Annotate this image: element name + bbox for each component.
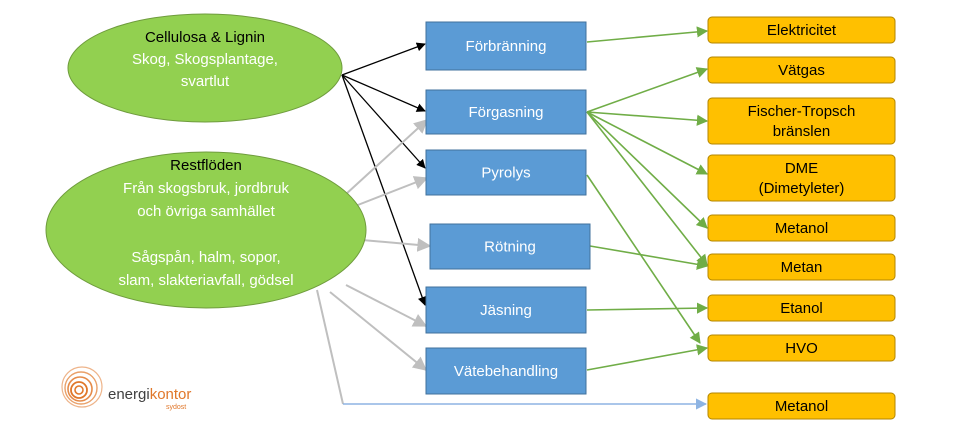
product-label-fischer-line-1: bränslen (773, 123, 831, 140)
source-cellulosa-line-1: Skog, Skogsplantage, (132, 51, 278, 68)
product-node-etanol: Etanol (707, 294, 896, 322)
product-node-metan: Metan (707, 253, 896, 281)
arrow-cellulosa-to-forgasning (341, 74, 426, 112)
arrow-forgasning-to-dme (586, 111, 708, 175)
process-node-jasning: Jäsning (425, 286, 587, 334)
process-box-forbranning (425, 21, 587, 71)
product-label-fischer-line-0: Fischer-Tropsch (748, 103, 856, 120)
arrow-rotning-to-metan (589, 245, 709, 270)
process-node-forgasning: Förgasning (425, 89, 587, 135)
product-node-metanol2: Metanol (707, 392, 896, 420)
source-ellipse-cellulosa (67, 13, 343, 123)
product-label-elektricitet: Elektricitet (767, 22, 837, 39)
product-box-metan (707, 253, 896, 281)
product-label-vatgas: Vätgas (778, 62, 825, 79)
arrow-cellulosa-to-jasning (341, 74, 427, 306)
logo-wordmark: energikontor (108, 386, 191, 403)
arrow-vatebehandling-to-hvo (586, 344, 709, 371)
arrow-forgasning-to-metanol1 (586, 111, 708, 229)
swirl-icon (61, 366, 103, 408)
process-label-pyrolys: Pyrolys (481, 164, 530, 181)
connection-arrows (316, 26, 709, 410)
source-restfloden-line-2: och övriga samhället (137, 203, 275, 220)
source-ellipse-restfloden (45, 151, 367, 309)
arrow-restfloden-to-jasning (345, 284, 428, 327)
product-box-fischer (707, 97, 896, 145)
product-node-vatgas: Vätgas (707, 56, 896, 84)
source-cellulosa-line-2: svartlut (181, 73, 230, 90)
process-node-rotning: Rötning (429, 223, 591, 270)
product-label-dme-line-0: DME (785, 160, 818, 177)
arrow-cellulosa-to-pyrolys (341, 74, 426, 169)
process-label-jasning: Jäsning (480, 302, 532, 319)
process-node-vatebehandling: Vätebehandling (425, 347, 587, 395)
source-cellulosa-line-0: Cellulosa & Lignin (145, 29, 265, 46)
process-label-forbranning: Förbränning (466, 38, 547, 55)
process-label-forgasning: Förgasning (468, 104, 543, 121)
process-box-rotning (429, 223, 591, 270)
arrow-forgasning-to-fischer (586, 111, 709, 126)
process-label-rotning: Rötning (484, 238, 536, 255)
source-restfloden-line-1: Från skogsbruk, jordbruk (123, 180, 289, 197)
product-box-vatgas (707, 56, 896, 84)
product-box-metanol2 (707, 392, 896, 420)
product-box-etanol (707, 294, 896, 322)
arrow-restfloden-to-vatebehandling (329, 291, 428, 371)
arrow-restfloden-to-rotning (361, 237, 432, 252)
product-label-metanol2: Metanol (775, 398, 828, 415)
energikontor-logo: energikontor sydost (61, 366, 191, 411)
process-node-pyrolys: Pyrolys (425, 149, 587, 196)
product-box-metanol1 (707, 214, 896, 242)
product-node-dme: DME (Dimetyleter) (707, 154, 896, 202)
process-label-vatebehandling: Vätebehandling (454, 363, 558, 380)
product-node-elektricitet: Elektricitet (707, 16, 896, 44)
logo-subtitle: sydost (166, 404, 186, 411)
product-node-hvo: HVO (707, 334, 896, 362)
product-label-metanol1: Metanol (775, 220, 828, 237)
arrow-forgasning-to-vatgas (586, 67, 709, 113)
arrow-pyrolys-to-hvo (586, 174, 701, 344)
arrow-restfloden-to-forgasning (344, 119, 429, 196)
arrow-forbranning-to-elektricitet (586, 26, 709, 43)
process-box-vatebehandling (425, 347, 587, 395)
product-node-metanol1: Metanol (707, 214, 896, 242)
process-nodes: FörbränningFörgasningPyrolysRötningJäsni… (425, 21, 591, 395)
arrow-forgasning-to-metan (586, 111, 708, 266)
product-node-fischer: Fischer-Tropsch bränslen (707, 97, 896, 145)
process-box-jasning (425, 286, 587, 334)
product-label-hvo: HVO (785, 340, 818, 357)
process-box-forgasning (425, 89, 587, 135)
product-box-elektricitet (707, 16, 896, 44)
product-box-dme (707, 154, 896, 202)
process-box-pyrolys (425, 149, 587, 196)
arrow-cellulosa-to-forbranning (341, 42, 426, 76)
product-label-etanol: Etanol (780, 300, 823, 317)
source-restfloden-line-0: Restflöden (170, 157, 242, 174)
source-restfloden-line-4: Sågspån, halm, sopor, (131, 249, 280, 266)
logo-word-kontor: kontor (150, 386, 192, 403)
product-box-hvo (707, 334, 896, 362)
arrow-restfloden-to-pyrolys (344, 176, 429, 211)
product-label-dme-line-1: (Dimetyleter) (759, 180, 845, 197)
process-node-forbranning: Förbränning (425, 21, 587, 71)
logo-word-energi: energi (108, 386, 150, 403)
arrow-restfloden-to-metanol2-segment-1 (316, 289, 344, 405)
source-restfloden-line-5: slam, slakteriavfall, gödsel (118, 272, 293, 289)
product-label-metan: Metan (781, 259, 823, 276)
arrow-jasning-to-etanol (586, 302, 709, 314)
